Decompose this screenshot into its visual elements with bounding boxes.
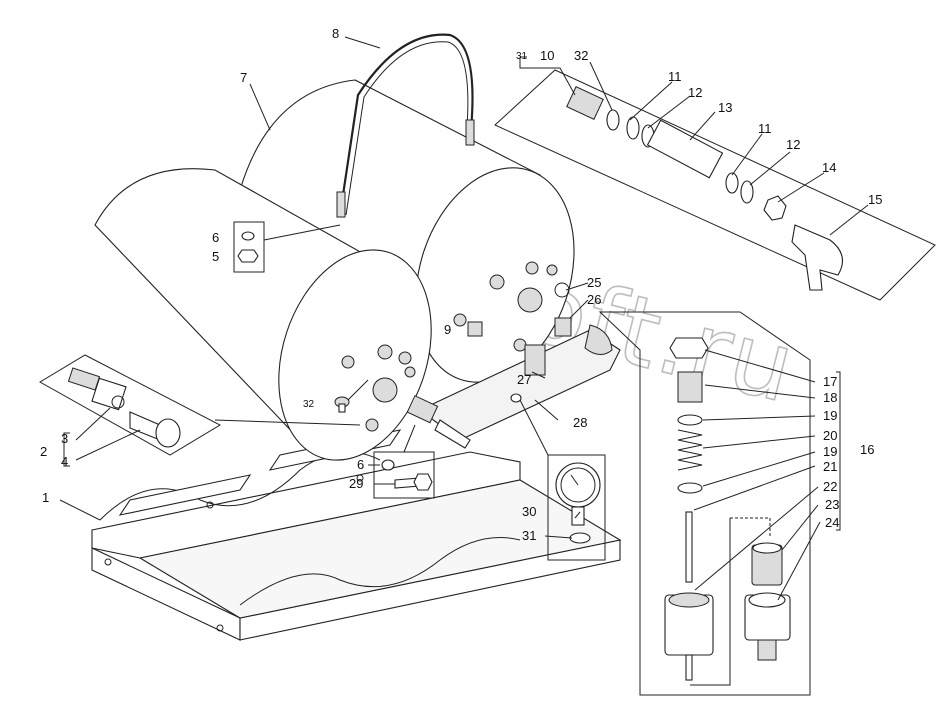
leader-lines <box>59 36 869 601</box>
tank-strap <box>336 33 475 218</box>
air-tank-front <box>94 168 432 461</box>
callout-1: 1 <box>42 490 49 505</box>
callout-19-a: 19 <box>823 408 837 423</box>
callout-27: 27 <box>517 372 531 387</box>
callout-13: 13 <box>718 100 732 115</box>
callout-31-lower: 31 <box>522 528 536 543</box>
callout-32-top: 32 <box>574 48 588 63</box>
callout-8: 8 <box>332 26 339 41</box>
mounting-frame <box>91 429 622 641</box>
callout-3: 3 <box>61 431 68 446</box>
callout-18: 18 <box>823 390 837 405</box>
drain-plug-group <box>39 354 361 456</box>
safety-valve-assembly <box>598 311 811 696</box>
plug-small <box>334 379 369 413</box>
air-tank-rear <box>239 79 575 383</box>
callout-16: 16 <box>860 442 874 457</box>
nut-washer-group-top <box>233 221 341 273</box>
line-fittings-group <box>494 69 936 301</box>
callout-12-b: 12 <box>786 137 800 152</box>
callout-21: 21 <box>823 459 837 474</box>
pressure-gauge <box>519 399 606 561</box>
callout-19-b: 19 <box>823 444 837 459</box>
callout-23: 23 <box>825 497 839 512</box>
callout-32-lower: 32 <box>303 399 315 410</box>
bolt-washer-group <box>373 424 435 499</box>
callout-22: 22 <box>823 479 837 494</box>
callout-30: 30 <box>522 504 536 519</box>
callout-25: 25 <box>587 275 601 290</box>
callout-14: 14 <box>822 160 836 175</box>
callout-11-b: 11 <box>758 121 772 136</box>
callout-7: 7 <box>240 70 247 85</box>
callout-24: 24 <box>825 515 839 530</box>
valve-manifold <box>406 317 621 449</box>
callout-5: 5 <box>212 249 219 264</box>
callout-9: 9 <box>444 322 451 337</box>
callout-labels: 8 7 31 10 32 11 12 13 11 12 14 15 6 5 25… <box>40 26 882 543</box>
callout-29: 29 <box>349 476 363 491</box>
callout-4: 4 <box>61 454 68 469</box>
callout-6-top: 6 <box>212 230 219 245</box>
callout-2: 2 <box>40 444 47 459</box>
callout-12-a: 12 <box>688 85 702 100</box>
callout-20: 20 <box>823 428 837 443</box>
callout-6-lower: 6 <box>357 457 364 472</box>
callout-28: 28 <box>573 415 587 430</box>
callout-26: 26 <box>587 292 601 307</box>
callout-11-a: 11 <box>668 69 682 84</box>
callout-31-top: 31 <box>516 51 528 62</box>
callout-10: 10 <box>540 48 554 63</box>
callout-15: 15 <box>868 192 882 207</box>
callout-17: 17 <box>823 374 837 389</box>
